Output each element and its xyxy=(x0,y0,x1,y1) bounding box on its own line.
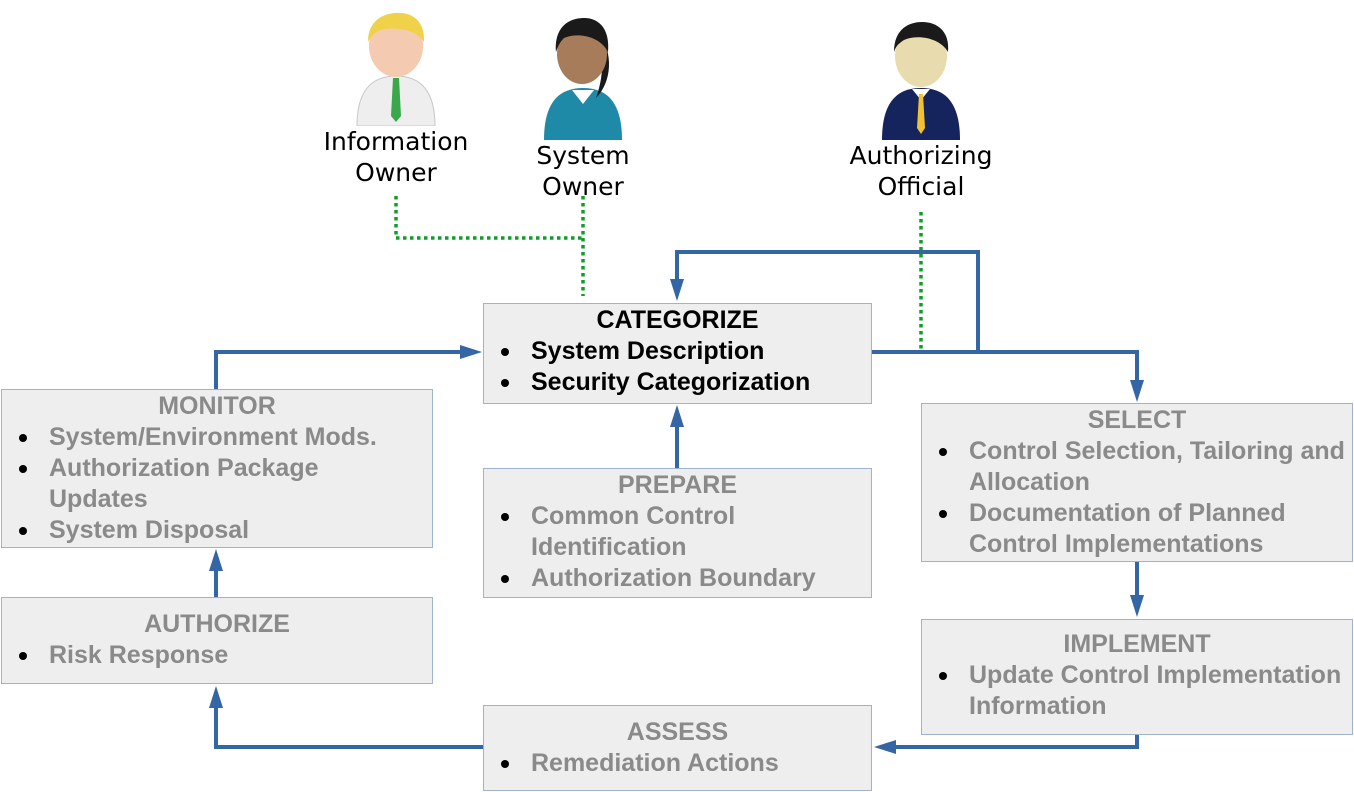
hair xyxy=(368,12,425,42)
assess-title: ASSESS xyxy=(626,718,729,746)
face xyxy=(895,25,947,87)
monitor-item: System/Environment Mods. xyxy=(2,422,432,453)
tie xyxy=(391,78,401,122)
select-step: SELECT Control Selection, Tailoring and … xyxy=(921,403,1353,562)
categorize-item: System Description xyxy=(484,336,871,367)
select-title: SELECT xyxy=(1087,406,1187,434)
prepare-step: PREPARE Common Control Identification Au… xyxy=(483,468,872,598)
authorizing-official-name-line-2: Official xyxy=(877,172,965,201)
hair xyxy=(894,22,949,52)
information-owner-person-icon xyxy=(356,12,436,126)
role-information-owner: Information Owner xyxy=(306,8,486,188)
monitor-title: MONITOR xyxy=(158,392,276,420)
select-item: Control Selection, Tailoring and Allocat… xyxy=(922,436,1349,498)
authorizing-official-person-icon xyxy=(882,22,960,140)
implement-title: IMPLEMENT xyxy=(1063,630,1211,658)
implement-item: Update Control Implementation Informatio… xyxy=(922,660,1344,722)
information-owner-name-line-1: Information xyxy=(323,127,469,156)
categorize-step: CATEGORIZE System Description Security C… xyxy=(483,303,872,404)
categorize-title: CATEGORIZE xyxy=(596,306,759,334)
prepare-title: PREPARE xyxy=(617,471,737,499)
authorize-title: AUTHORIZE xyxy=(144,610,290,638)
categorize-to-select-arrow xyxy=(871,350,1144,402)
assess-to-authorize-arrow xyxy=(209,686,484,749)
authorize-step: AUTHORIZE Risk Response xyxy=(1,597,433,684)
prepare-item: Common Control Identification xyxy=(484,501,791,563)
information-owner-link xyxy=(394,196,583,240)
categorize-feedback-loop-arrow xyxy=(670,250,980,352)
categorize-item: Security Categorization xyxy=(484,367,871,398)
implement-step: IMPLEMENT Update Control Implementation … xyxy=(921,619,1353,735)
monitor-step: MONITOR System/Environment Mods. Authori… xyxy=(1,389,433,548)
system-owner-name-line-2: Owner xyxy=(542,172,624,201)
role-authorizing-official: Authorizing Official xyxy=(831,16,1011,202)
role-system-owner: System Owner xyxy=(493,12,673,202)
authorizing-official-name-line-1: Authorizing xyxy=(849,141,993,170)
implement-to-assess-arrow xyxy=(874,735,1139,754)
information-owner-name-line-2: Owner xyxy=(355,158,437,187)
assess-item: Remediation Actions xyxy=(484,748,871,779)
hair xyxy=(555,18,609,52)
select-item: Documentation of Planned Control Impleme… xyxy=(922,498,1339,560)
shirt xyxy=(544,88,622,140)
assess-step: ASSESS Remediation Actions xyxy=(483,705,872,791)
system-owner-name-line-1: System xyxy=(536,141,630,170)
system-owner-person-icon xyxy=(544,18,622,140)
prepare-item: Authorization Boundary xyxy=(484,563,871,594)
monitor-item: System Disposal xyxy=(2,515,432,546)
tie xyxy=(917,94,925,134)
monitor-item: Authorization Package Updates xyxy=(2,453,369,515)
collar xyxy=(572,90,594,104)
authorize-item: Risk Response xyxy=(2,640,432,671)
monitor-to-categorize-arrow xyxy=(214,345,482,390)
